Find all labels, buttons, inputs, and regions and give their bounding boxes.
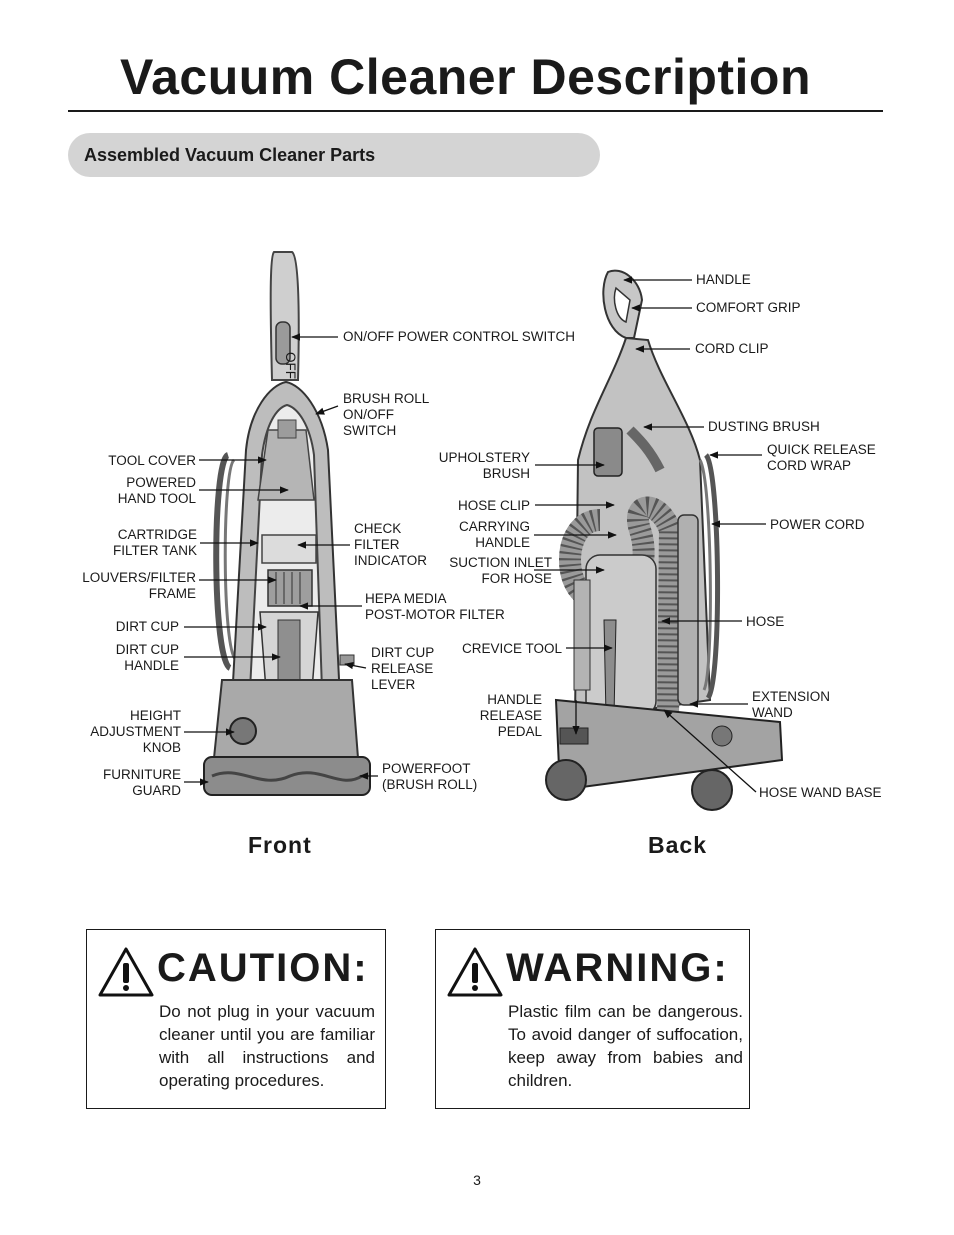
label-upholstery-brush-1: UPHOLSTERY <box>439 450 530 465</box>
label-dirt-cup: DIRT CUP <box>116 619 179 634</box>
front-vacuum-illustration: OFF <box>203 251 371 796</box>
label-cartridge-filter-tank-1: CARTRIDGE <box>118 527 197 542</box>
label-hepa-media-2: POST-MOTOR FILTER <box>365 607 505 622</box>
label-handle-release-pedal-2: RELEASE <box>480 708 542 723</box>
label-check-filter-2: FILTER <box>354 537 400 552</box>
label-powered-hand-tool-2: HAND TOOL <box>118 491 197 506</box>
label-height-knob-1: HEIGHT <box>130 708 181 723</box>
label-extension-wand-2: WAND <box>752 705 793 720</box>
caution-box: CAUTION: Do not plug in your vacuum clea… <box>86 929 386 1109</box>
switch-off-marking: OFF <box>283 352 298 379</box>
label-dirt-cup-handle-2: HANDLE <box>124 658 179 673</box>
label-dirt-cup-handle-1: DIRT CUP <box>116 642 179 657</box>
label-suction-inlet-1: SUCTION INLET <box>449 555 552 570</box>
section-banner: Assembled Vacuum Cleaner Parts <box>68 133 600 177</box>
label-dusting-brush: DUSTING BRUSH <box>708 419 820 434</box>
page-title: Vacuum Cleaner Description <box>120 49 812 105</box>
label-brush-roll-switch-2: ON/OFF <box>343 407 394 422</box>
label-tool-cover: TOOL COVER <box>108 453 196 468</box>
label-onoff-switch: ON/OFF POWER CONTROL SWITCH <box>343 329 575 344</box>
label-powered-hand-tool-1: POWERED <box>126 475 196 490</box>
label-dirt-cup-release-2: RELEASE <box>371 661 433 676</box>
label-handle-release-pedal-1: HANDLE <box>487 692 542 707</box>
label-height-knob-2: ADJUSTMENT <box>90 724 181 739</box>
caution-body: Do not plug in your vacuum cleaner until… <box>159 1002 375 1090</box>
label-powerfoot-1: POWERFOOT <box>382 761 471 776</box>
label-upholstery-brush-2: BRUSH <box>483 466 530 481</box>
label-handle: HANDLE <box>696 272 751 287</box>
warning-body: Plastic film can be dangerous. To avoid … <box>508 1002 743 1090</box>
label-furniture-guard-2: GUARD <box>132 783 181 798</box>
label-suction-inlet-2: FOR HOSE <box>481 571 552 586</box>
label-check-filter-3: INDICATOR <box>354 553 427 568</box>
front-caption: Front <box>248 832 312 858</box>
back-caption: Back <box>648 832 707 858</box>
label-hose-clip: HOSE CLIP <box>458 498 530 513</box>
label-powerfoot-2: (BRUSH ROLL) <box>382 777 477 792</box>
warning-box: WARNING: Plastic film can be dangerous. … <box>435 929 750 1109</box>
warning-triangle-icon <box>447 947 503 997</box>
label-carrying-handle-1: CARRYING <box>459 519 530 534</box>
back-vacuum-illustration <box>545 269 784 811</box>
caution-heading: CAUTION: <box>157 946 369 990</box>
label-quick-release-1: QUICK RELEASE <box>767 442 876 457</box>
label-handle-release-pedal-3: PEDAL <box>498 724 543 739</box>
label-quick-release-2: CORD WRAP <box>767 458 851 473</box>
title-divider <box>68 110 883 112</box>
label-hose: HOSE <box>746 614 784 629</box>
label-height-knob-3: KNOB <box>143 740 181 755</box>
label-brush-roll-switch-3: SWITCH <box>343 423 396 438</box>
label-comfort-grip: COMFORT GRIP <box>696 300 801 315</box>
label-cord-clip: CORD CLIP <box>695 341 769 356</box>
label-power-cord: POWER CORD <box>770 517 865 532</box>
caution-warning-icon <box>98 947 154 997</box>
label-dirt-cup-release-1: DIRT CUP <box>371 645 434 660</box>
vacuum-diagram: OFF <box>82 251 882 811</box>
front-leader-lines <box>184 333 378 786</box>
label-carrying-handle-2: HANDLE <box>475 535 530 550</box>
label-cartridge-filter-tank-2: FILTER TANK <box>113 543 197 558</box>
back-leader-lines <box>534 276 766 793</box>
label-brush-roll-switch-1: BRUSH ROLL <box>343 391 430 406</box>
warning-heading: WARNING: <box>506 946 729 990</box>
page-number: 3 <box>473 1172 481 1188</box>
label-dirt-cup-release-3: LEVER <box>371 677 416 692</box>
label-extension-wand-1: EXTENSION <box>752 689 830 704</box>
label-hose-wand-base: HOSE WAND BASE <box>759 785 882 800</box>
label-check-filter-1: CHECK <box>354 521 401 536</box>
label-furniture-guard-1: FURNITURE <box>103 767 181 782</box>
section-heading: Assembled Vacuum Cleaner Parts <box>84 145 376 165</box>
label-louvers-filter-frame-1: LOUVERS/FILTER <box>82 570 196 585</box>
label-hepa-media-1: HEPA MEDIA <box>365 591 447 606</box>
label-louvers-filter-frame-2: FRAME <box>149 586 196 601</box>
label-crevice-tool: CREVICE TOOL <box>462 641 563 656</box>
